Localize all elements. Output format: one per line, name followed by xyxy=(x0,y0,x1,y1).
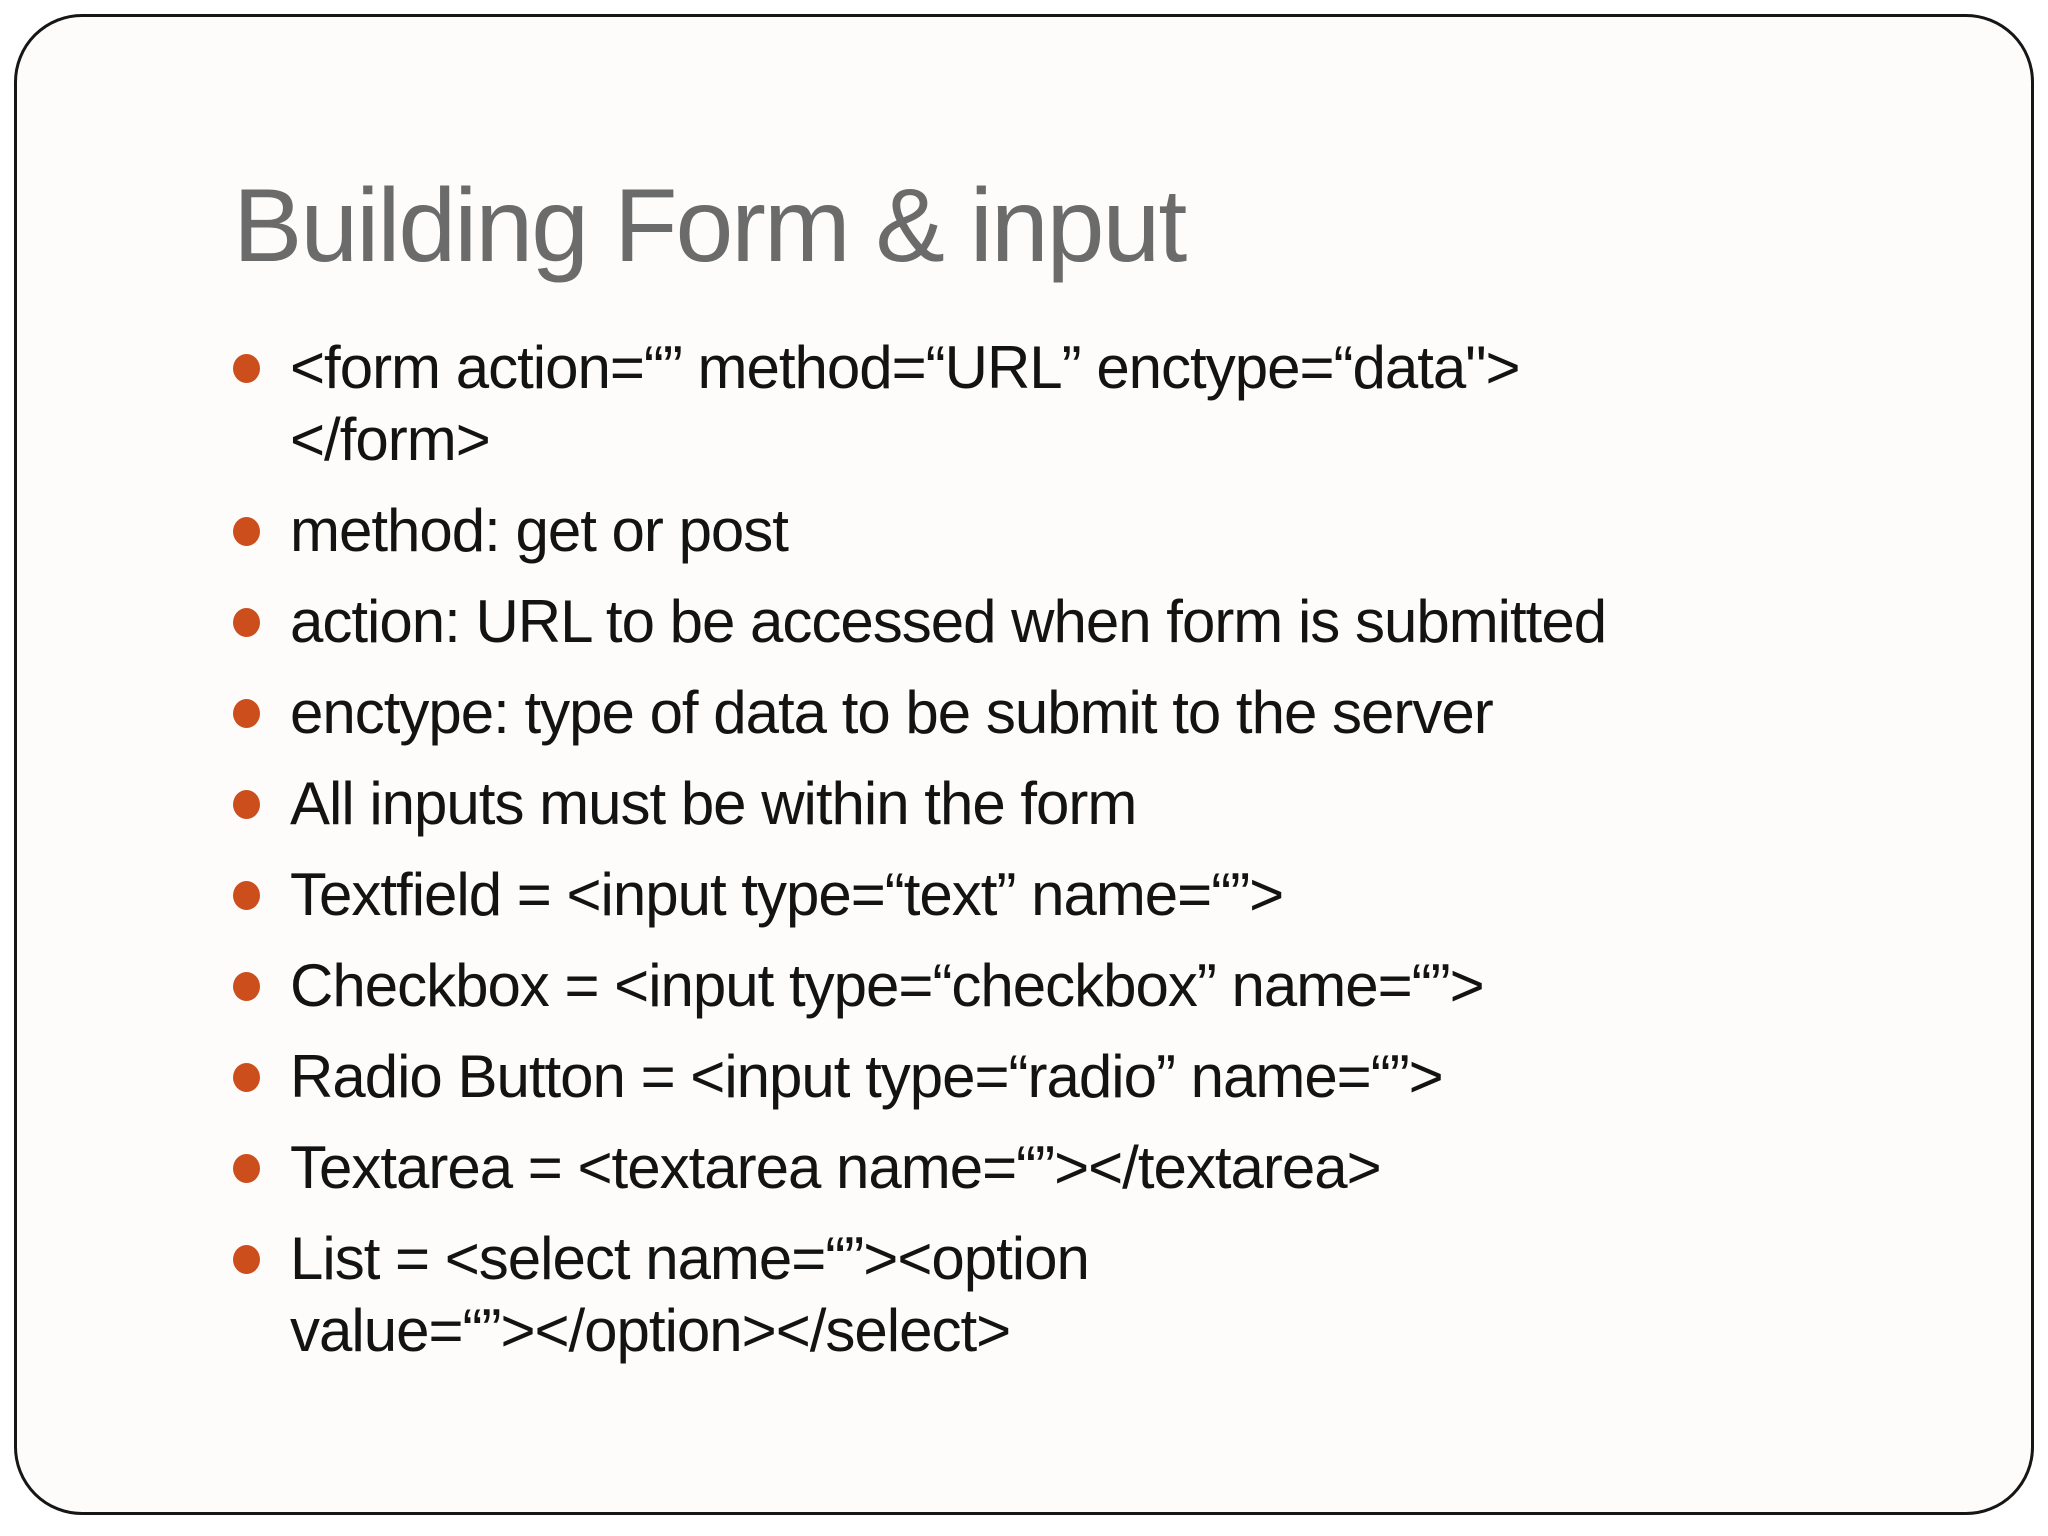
bullet-icon xyxy=(233,972,260,1001)
list-item-text: Checkbox = <input type=“checkbox” name=“… xyxy=(290,952,1485,1019)
slide-frame: Building Form & input <form action=“” me… xyxy=(14,14,2034,1515)
list-item: action: URL to be accessed when form is … xyxy=(231,586,1981,658)
page-title: Building Form & input xyxy=(233,168,1187,284)
list-item-text: Textfield = <input type=“text” name=“”> xyxy=(290,861,1284,928)
bullet-icon xyxy=(233,1245,260,1274)
list-item-text: method: get or post xyxy=(290,497,789,564)
list-item-text: List = <select name=“”><option value=“”>… xyxy=(290,1225,1090,1364)
list-item: All inputs must be within the form xyxy=(231,768,1981,840)
bullet-icon xyxy=(233,1063,260,1092)
list-item: Radio Button = <input type=“radio” name=… xyxy=(231,1041,1981,1113)
list-item-text: Textarea = <textarea name=“”></textarea> xyxy=(290,1134,1382,1201)
bullet-icon xyxy=(233,1154,260,1183)
bullet-list: <form action=“” method=“URL” enctype=“da… xyxy=(231,332,1981,1386)
bullet-icon xyxy=(233,517,260,546)
list-item-text: Radio Button = <input type=“radio” name=… xyxy=(290,1043,1444,1110)
bullet-icon xyxy=(233,699,260,728)
bullet-icon xyxy=(233,790,260,819)
list-item-text: enctype: type of data to be submit to th… xyxy=(290,679,1494,746)
list-item-text: action: URL to be accessed when form is … xyxy=(290,588,1607,655)
list-item: method: get or post xyxy=(231,495,1981,567)
list-item: Textarea = <textarea name=“”></textarea> xyxy=(231,1132,1981,1204)
bullet-icon xyxy=(233,608,260,637)
list-item-text: <form action=“” method=“URL” enctype=“da… xyxy=(290,334,1521,473)
list-item-text: All inputs must be within the form xyxy=(290,770,1137,837)
list-item: List = <select name=“”><option value=“”>… xyxy=(231,1223,1981,1367)
bullet-icon xyxy=(233,881,260,910)
list-item: enctype: type of data to be submit to th… xyxy=(231,677,1981,749)
list-item: <form action=“” method=“URL” enctype=“da… xyxy=(231,332,1981,476)
list-item: Textfield = <input type=“text” name=“”> xyxy=(231,859,1981,931)
bullet-icon xyxy=(233,354,260,383)
list-item: Checkbox = <input type=“checkbox” name=“… xyxy=(231,950,1981,1022)
